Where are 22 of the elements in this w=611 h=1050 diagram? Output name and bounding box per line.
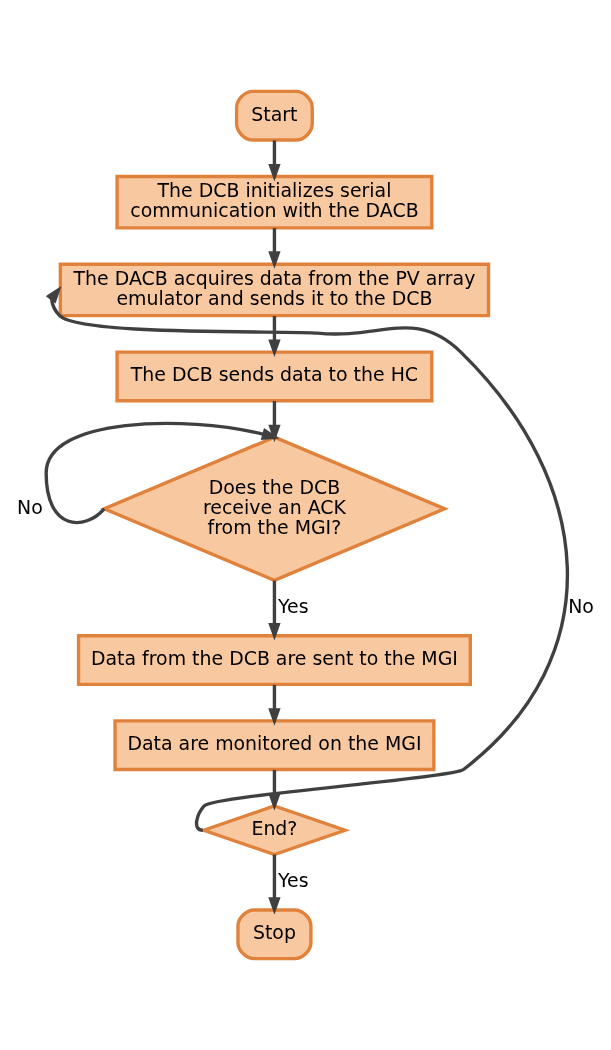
edge-label: Yes xyxy=(278,869,309,892)
edge-label: No xyxy=(568,595,594,618)
node-box: The DACB acquires data from the PV array emulator and sends it to the DCB xyxy=(58,262,491,318)
arrow xyxy=(268,316,281,358)
arrow xyxy=(268,400,281,443)
node-box: Stop xyxy=(236,908,313,961)
node-diamond: Does the DCB receive an ACK from the MGI? xyxy=(99,435,449,583)
node-box: Data from the DCB are sent to the MGI xyxy=(76,634,472,687)
arrow xyxy=(268,580,281,641)
arrow xyxy=(268,684,281,726)
arrow xyxy=(44,421,280,525)
node-box: Data are monitored on the MGI xyxy=(113,719,436,772)
arrow xyxy=(268,140,281,182)
node-box: The DCB initializes serial communication with the DACB xyxy=(115,174,434,230)
edge-label: No xyxy=(17,495,43,518)
arrow xyxy=(268,769,281,811)
arrow xyxy=(45,285,569,832)
node-box: Start xyxy=(234,89,314,142)
arrow xyxy=(268,228,281,269)
edge-label: Yes xyxy=(278,595,309,618)
node-box: The DCB sends data to the HC xyxy=(115,350,434,403)
arrow xyxy=(268,854,281,915)
